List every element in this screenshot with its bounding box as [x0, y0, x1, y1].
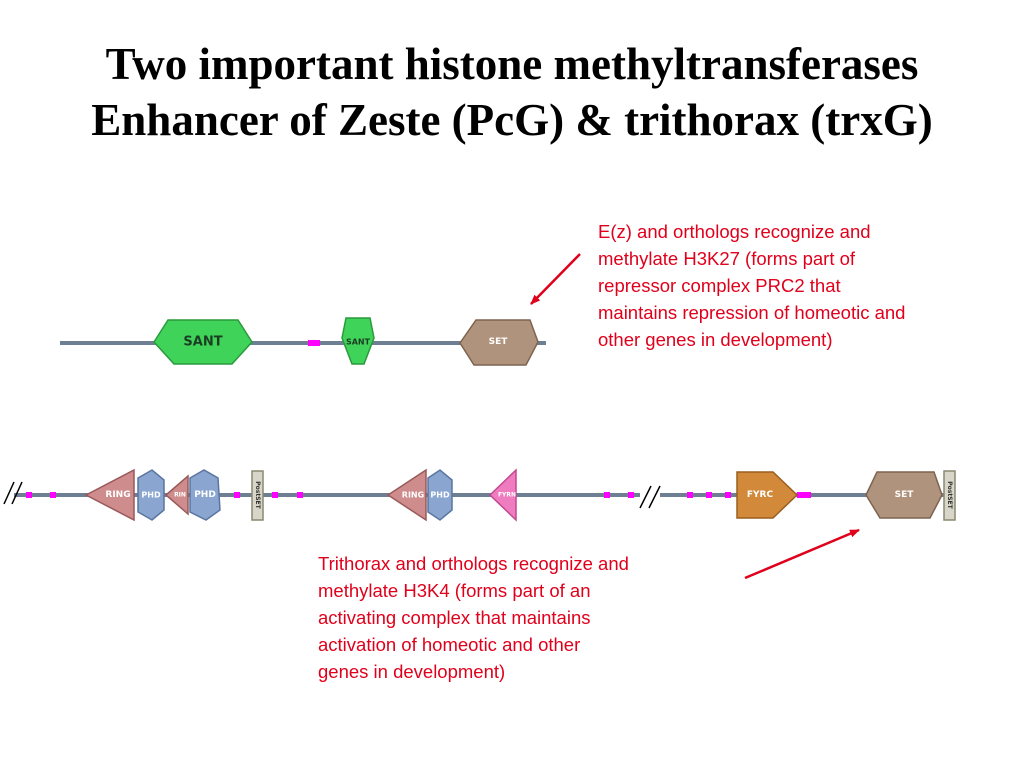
postset-domain-2-label: PostSET — [946, 481, 953, 509]
phd-domain-1-label: PHD — [141, 491, 161, 500]
phd-domain-3: PHD — [427, 469, 453, 521]
trx-annotation-line: activating complex that maintains — [318, 607, 591, 628]
ez-protein: SANT SANT SET — [60, 317, 546, 366]
trx-annotation: Trithorax and orthologs recognize and me… — [318, 550, 629, 685]
trx-annotation-line: activation of homeotic and other — [318, 634, 581, 655]
postset-domain-2: PostSET — [943, 470, 956, 521]
fyrn-domain: FYRN — [488, 468, 517, 522]
sant-domain-1-label: SANT — [183, 335, 222, 350]
ring-domain-2-label: RIN — [174, 492, 186, 499]
phd-domain-1: PHD — [137, 469, 165, 521]
title-line-1: Two important histone methyltransferases — [105, 39, 919, 89]
fyrn-domain-label: FYRN — [498, 492, 516, 499]
ez-annotation-line: other genes in development) — [598, 329, 833, 350]
phd-domain-2: PHD — [189, 469, 221, 521]
sant-domain-1: SANT — [153, 319, 253, 365]
ez-linker-mark — [308, 340, 320, 346]
trx-set-domain: SET — [865, 471, 943, 519]
trx-set-domain-label: SET — [895, 490, 915, 500]
ez-arrow — [530, 253, 581, 305]
fyrc-domain-label: FYRC — [747, 490, 774, 500]
trx-annotation-line: genes in development) — [318, 661, 506, 682]
ez-annotation-line: repressor complex PRC2 that — [598, 275, 841, 296]
ez-annotation-line: maintains repression of homeotic and — [598, 302, 906, 323]
ring-domain-3-label: RING — [402, 491, 424, 500]
ez-annotation: E(z) and orthologs recognize and methyla… — [598, 218, 905, 353]
slide-title: Two important histone methyltransferases… — [0, 36, 1024, 148]
sant-domain-2: SANT — [341, 317, 375, 365]
trx-annotation-line: methylate H3K4 (forms part of an — [318, 580, 591, 601]
ez-set-domain-label: SET — [489, 337, 509, 347]
trx-break-left-icon — [3, 481, 23, 505]
trx-annotation-line: Trithorax and orthologs recognize and — [318, 553, 629, 574]
trx-linker-marks — [26, 492, 811, 498]
trx-protein: RING PHD RIN PHD PostSET RING PH — [3, 468, 956, 522]
trx-arrow — [744, 528, 860, 580]
ring-domain-2: RIN — [164, 474, 189, 516]
phd-domain-2-label: PHD — [194, 490, 216, 500]
postset-domain-1-label: PostSET — [254, 481, 261, 509]
ez-annotation-line: methylate H3K27 (forms part of — [598, 248, 856, 269]
ez-annotation-line: E(z) and orthologs recognize and — [598, 221, 871, 242]
ez-set-domain: SET — [459, 319, 539, 366]
ring-domain-1: RING — [84, 468, 135, 522]
sant-domain-2-label: SANT — [346, 338, 371, 347]
postset-domain-1: PostSET — [251, 470, 264, 521]
trx-break-middle-icon — [639, 485, 661, 509]
ring-domain-3: RING — [386, 468, 427, 522]
title-line-2: Enhancer of Zeste (PcG) & trithorax (trx… — [91, 95, 933, 145]
fyrc-domain: FYRC — [736, 471, 799, 519]
ring-domain-1-label: RING — [105, 490, 130, 500]
phd-domain-3-label: PHD — [430, 491, 450, 500]
